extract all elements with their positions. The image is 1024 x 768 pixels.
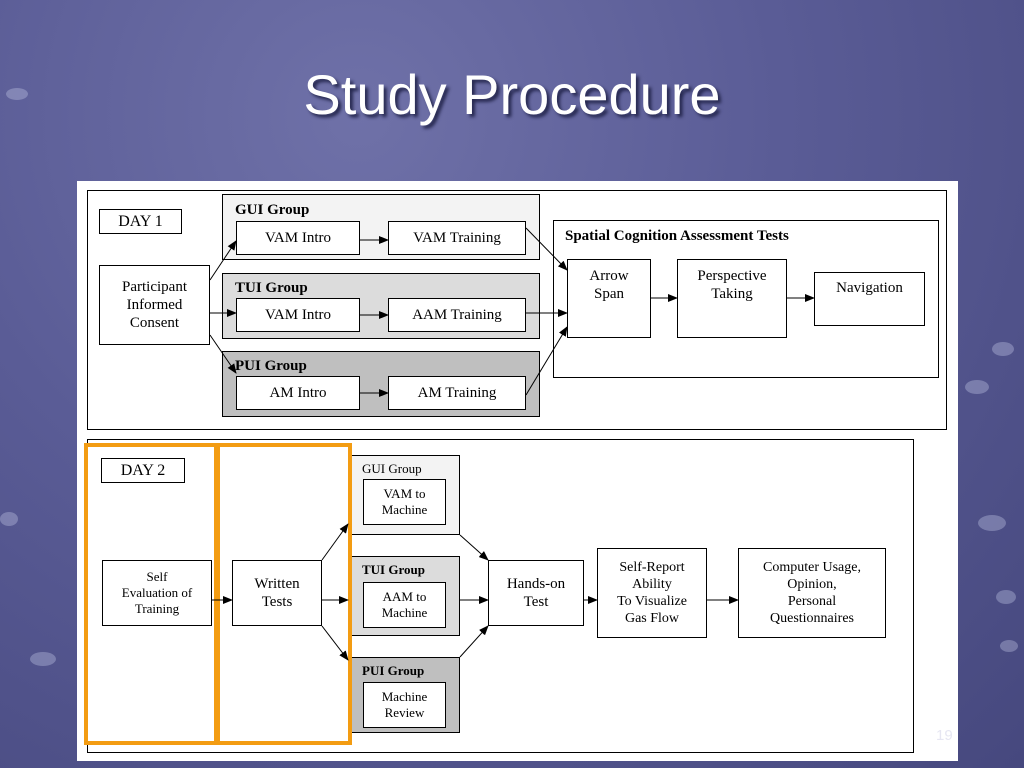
aam-to-machine-box: AAM to Machine [363, 582, 446, 628]
day2-gui-label: GUI Group [362, 461, 422, 476]
decor-bubble [978, 515, 1006, 531]
day2-pui-label: PUI Group [362, 663, 425, 678]
consent-box: Participant Informed Consent [99, 265, 210, 345]
written-tests-box: Written Tests [232, 560, 322, 626]
spatial-frame [553, 220, 939, 378]
perspective-taking-box: Perspective Taking [677, 259, 787, 338]
machine-review-box: Machine Review [363, 682, 446, 728]
day2-label: DAY 2 [101, 458, 185, 483]
day1-label: DAY 1 [99, 209, 182, 234]
hands-on-test-box: Hands-on Test [488, 560, 584, 626]
decor-bubble [996, 590, 1016, 604]
day1-pui-training: AM Training [388, 376, 526, 410]
day1-tui-training: AAM Training [388, 298, 526, 332]
day1-tui-label: TUI Group [235, 280, 308, 296]
decor-bubble [0, 512, 18, 526]
day1-pui-label: PUI Group [235, 358, 307, 374]
day1-frame [87, 190, 947, 430]
arrow-span-box: Arrow Span [567, 259, 651, 338]
navigation-box: Navigation [814, 272, 925, 326]
self-evaluation-box: Self Evaluation of Training [102, 560, 212, 626]
highlight-written-tests [216, 443, 352, 745]
day2-tui-label: TUI Group [362, 562, 425, 577]
computer-usage-box: Computer Usage, Opinion, Personal Questi… [738, 548, 886, 638]
decor-bubble [6, 88, 28, 100]
day1-gui-label: GUI Group [235, 202, 310, 218]
decor-bubble [992, 342, 1014, 356]
slide-title: Study Procedure [303, 63, 721, 126]
spatial-label: Spatial Cognition Assessment Tests [565, 228, 789, 244]
vam-to-machine-box: VAM to Machine [363, 479, 446, 525]
day1-tui-intro: VAM Intro [236, 298, 360, 332]
day1-gui-intro: VAM Intro [236, 221, 360, 255]
highlight-self-evaluation [84, 443, 218, 745]
page-number: 19 [936, 727, 953, 744]
decor-bubble [30, 652, 56, 666]
decor-bubble [965, 380, 989, 394]
day1-gui-training: VAM Training [388, 221, 526, 255]
decor-bubble [1000, 640, 1018, 652]
day1-pui-intro: AM Intro [236, 376, 360, 410]
self-report-box: Self-Report Ability To Visualize Gas Flo… [597, 548, 707, 638]
